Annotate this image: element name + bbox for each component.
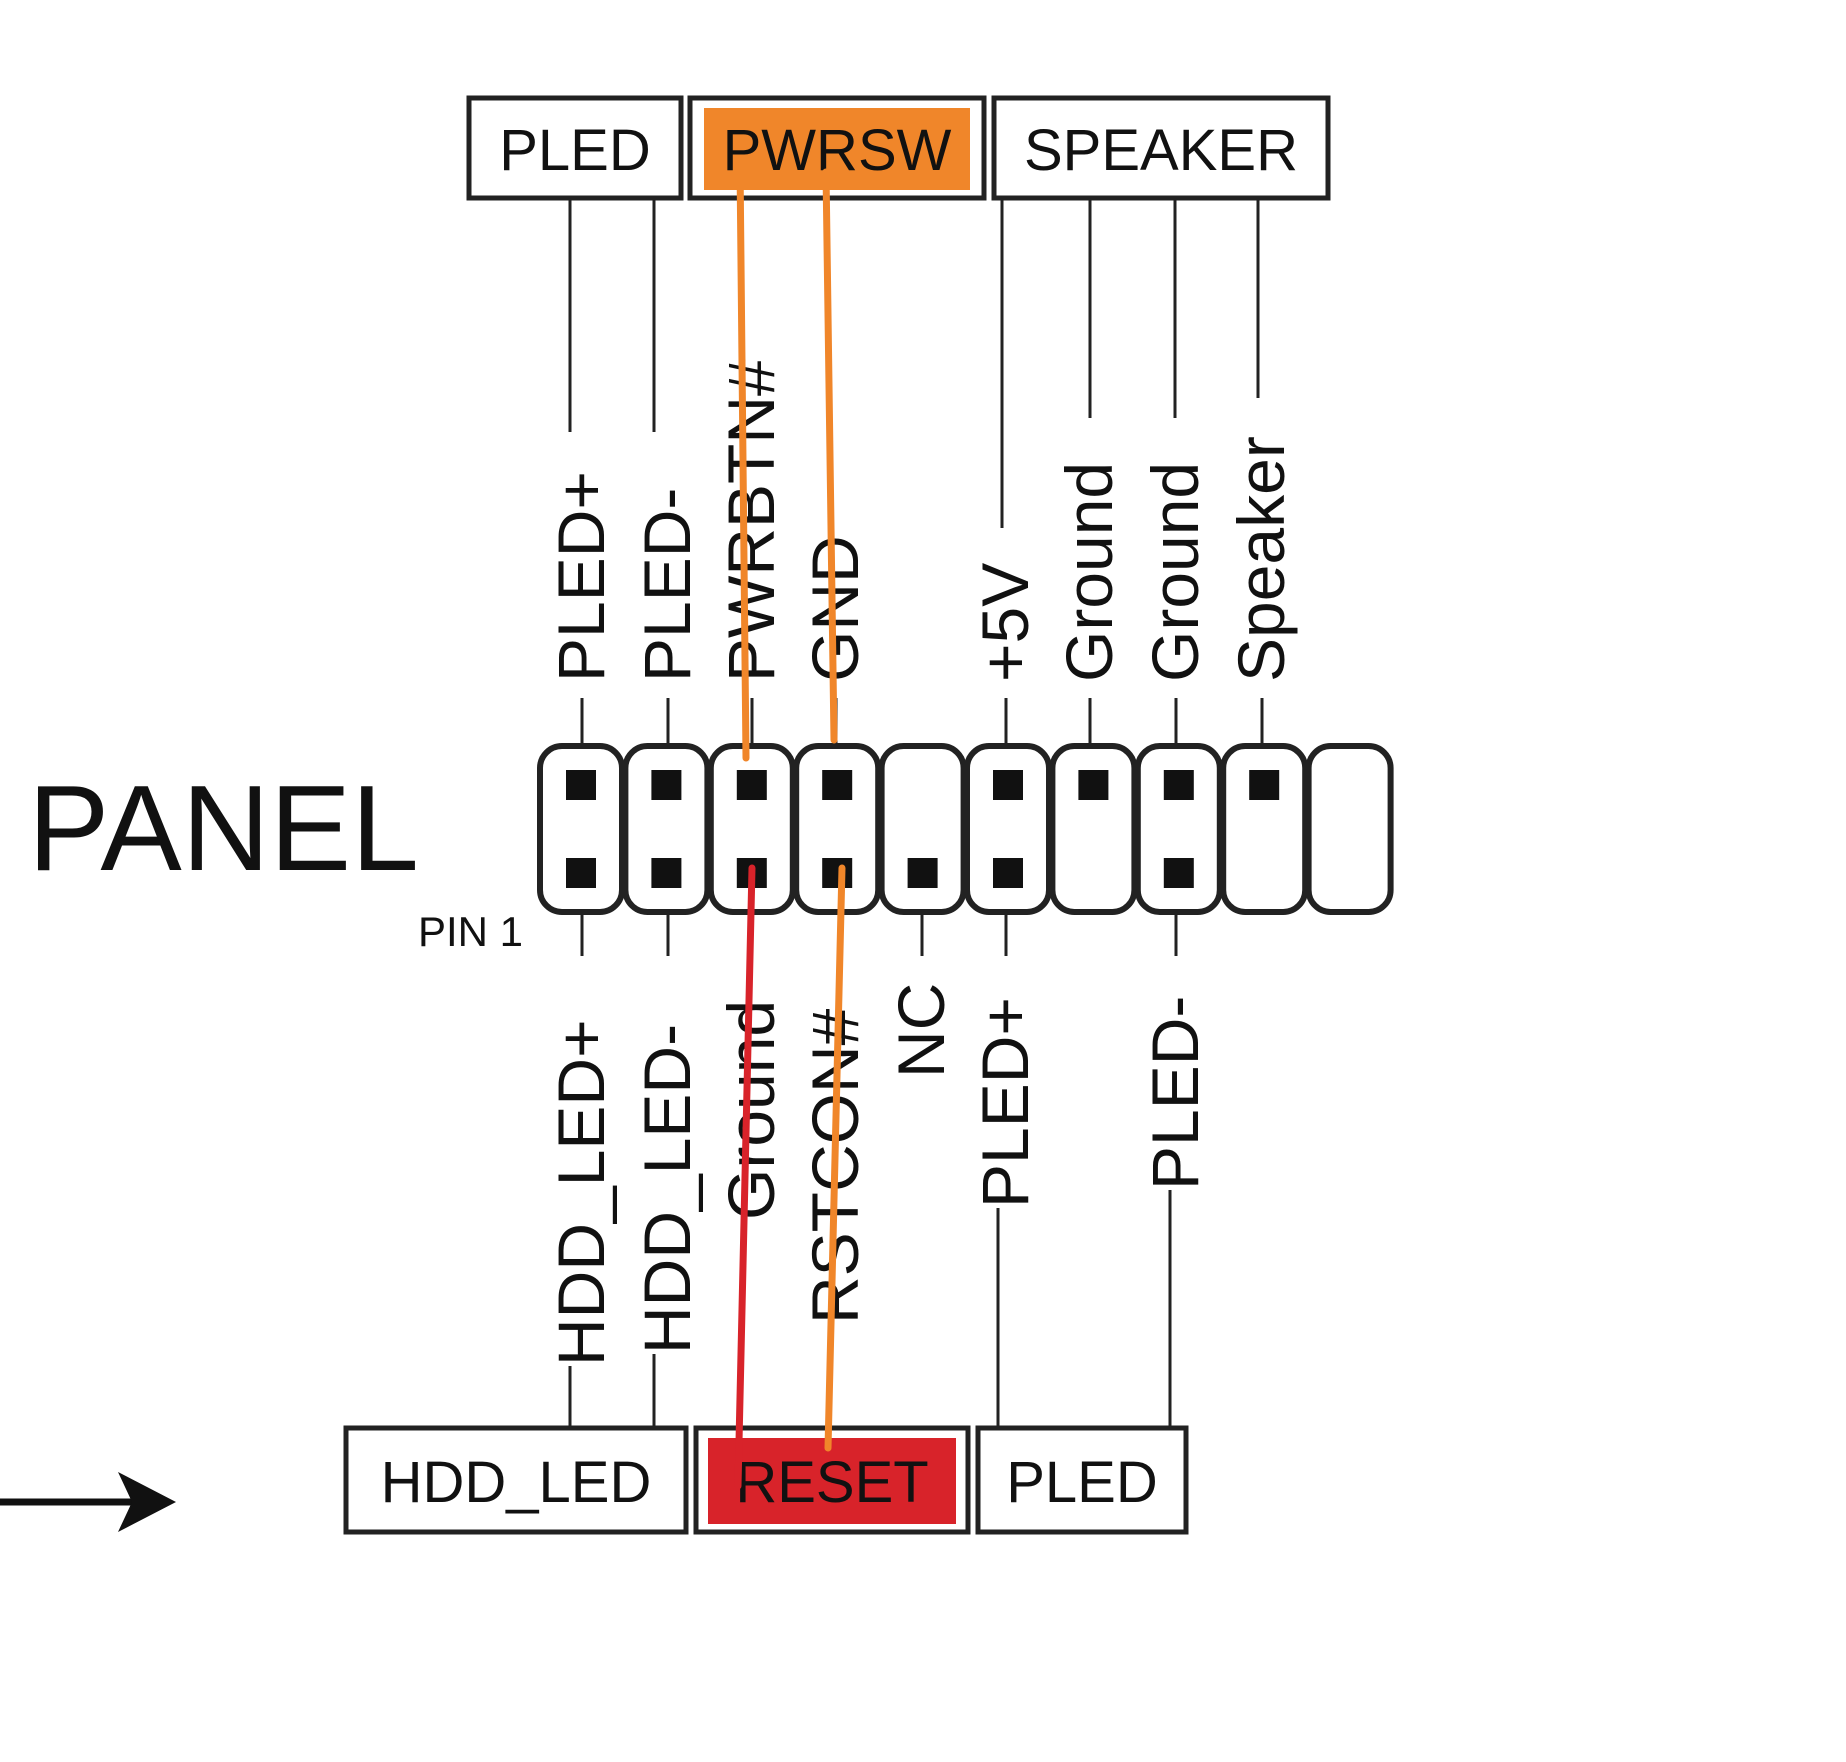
pin-header <box>537 743 1394 915</box>
pwrsw-wire-left <box>736 160 750 762</box>
group-label-speaker: SPEAKER <box>1024 118 1298 183</box>
top-groups: PLED PWRSW SPEAKER <box>466 95 1331 201</box>
header-cell <box>1049 743 1138 915</box>
group-label-pled-top: PLED <box>499 118 651 183</box>
pin-top <box>736 770 767 800</box>
pin-label-top: Ground <box>1052 462 1126 682</box>
group-label-pled-bottom: PLED <box>1006 1450 1158 1515</box>
bottom-pin-labels: HDD_LED+ HDD_LED- Ground RSTCON# NC PLED… <box>544 983 1212 1366</box>
header-cell <box>964 743 1052 915</box>
header-cell <box>622 743 711 915</box>
pwrsw-highlight <box>704 108 970 190</box>
group-label-hdd-led: HDD_LED <box>381 1450 652 1515</box>
reset-wire-rstcon <box>824 864 846 1452</box>
pin-bottom <box>1163 858 1194 888</box>
header-cell <box>793 743 882 915</box>
header-cell <box>1305 743 1394 915</box>
pin-bottom <box>993 858 1023 888</box>
header-cell <box>1134 743 1223 915</box>
pin-label-bottom: HDD_LED+ <box>544 1019 618 1366</box>
pin-top <box>1078 770 1109 800</box>
pin-label-top: PWRBTN# <box>714 359 788 682</box>
pin-label-bottom: HDD_LED- <box>630 1024 704 1354</box>
reset-highlight <box>708 1438 956 1524</box>
pin-bottom <box>651 858 682 888</box>
panel-title: PANEL <box>28 760 419 896</box>
pin-bottom <box>822 858 853 888</box>
pin-top <box>822 770 853 800</box>
pin-top <box>1249 770 1280 800</box>
group-box-speaker <box>991 95 1331 201</box>
pin-label-top: Speaker <box>1224 436 1298 682</box>
pin-label-top: PLED+ <box>544 471 618 682</box>
header-cell <box>878 743 967 915</box>
pin-label-top: +5V <box>968 563 1042 682</box>
group-box-hdd-led <box>343 1425 689 1535</box>
top-pin-labels: PLED+ PLED- PWRBTN# GND +5V Ground Groun… <box>544 359 1298 682</box>
pwrsw-wire-right <box>822 168 838 744</box>
pin1-label: PIN 1 <box>418 908 523 955</box>
bottom-leader-lines <box>568 1190 1172 1428</box>
arrow-icon <box>0 1472 176 1532</box>
arrow-head <box>118 1472 176 1532</box>
header-cell <box>1220 743 1309 915</box>
pin-top <box>1163 770 1194 800</box>
reset-wire-ground <box>734 864 756 1490</box>
group-box-pled-bottom <box>975 1425 1189 1535</box>
pin-bottom <box>907 858 938 888</box>
group-label-reset: RESET <box>735 1450 928 1515</box>
top-leader-lines <box>568 198 1260 528</box>
pin-label-bottom: PLED- <box>1138 996 1212 1190</box>
pin-bottom <box>566 858 596 888</box>
bottom-groups: HDD_LED RESET PLED <box>343 1425 1189 1535</box>
connection-wires <box>734 160 846 1490</box>
group-box-pled-top <box>466 95 684 201</box>
pin-top <box>993 770 1023 800</box>
group-label-pwrsw: PWRSW <box>723 118 952 183</box>
pin-top <box>566 770 596 800</box>
pin-top <box>651 770 682 800</box>
pin-label-top: Ground <box>1138 462 1212 682</box>
pin-label-bottom: PLED+ <box>968 997 1042 1208</box>
pin-label-bottom: NC <box>884 983 958 1078</box>
pin-label-top: PLED- <box>630 488 704 682</box>
header-cell <box>537 743 625 915</box>
